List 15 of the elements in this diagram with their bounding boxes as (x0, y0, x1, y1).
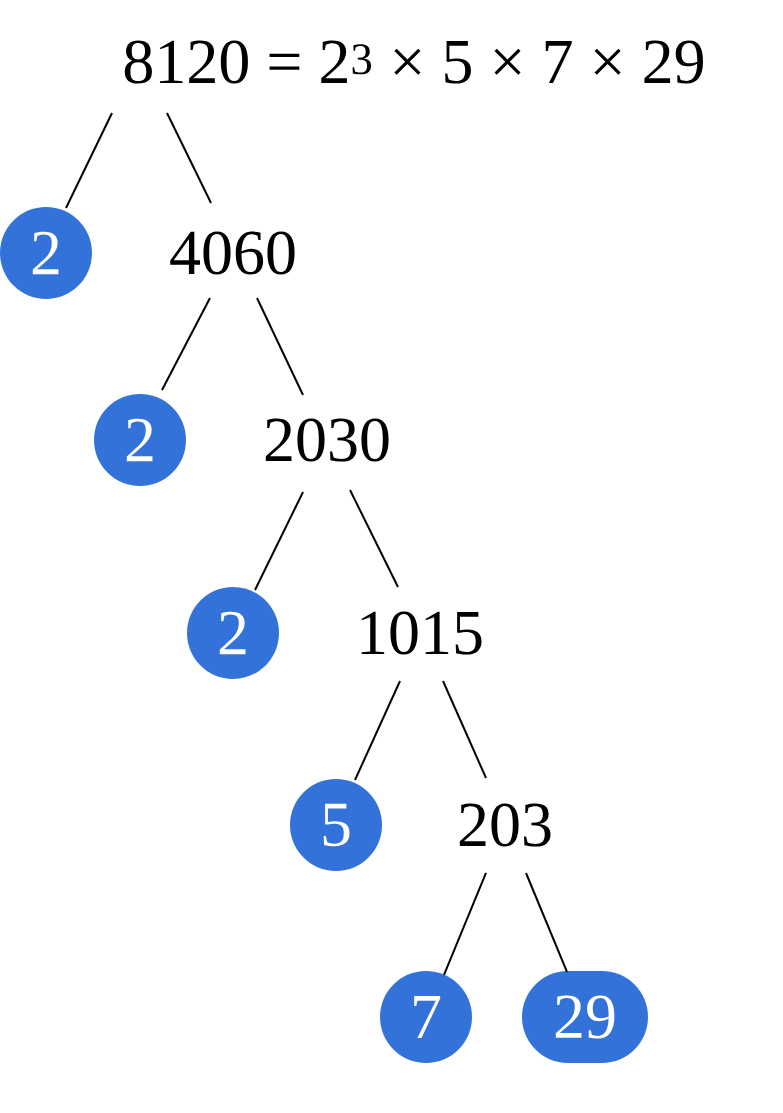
connector-line (354, 680, 401, 781)
connector-line (254, 491, 304, 591)
number-text: 2030 (265, 418, 389, 462)
number-text: 4060 (170, 231, 295, 275)
connector-line (166, 112, 212, 204)
connector-line (443, 872, 487, 976)
number-text: 203 (459, 803, 551, 847)
connector-line (349, 489, 399, 588)
connector-line (65, 112, 113, 209)
connector-line (161, 297, 211, 391)
connector-line (442, 680, 487, 779)
number-text: 1015 (361, 611, 482, 655)
connector-line (256, 297, 304, 396)
formula-text: 8120 = 2$^{3}$ × 5 × 7 × 29 (124, 40, 703, 84)
connector-line (525, 872, 568, 973)
